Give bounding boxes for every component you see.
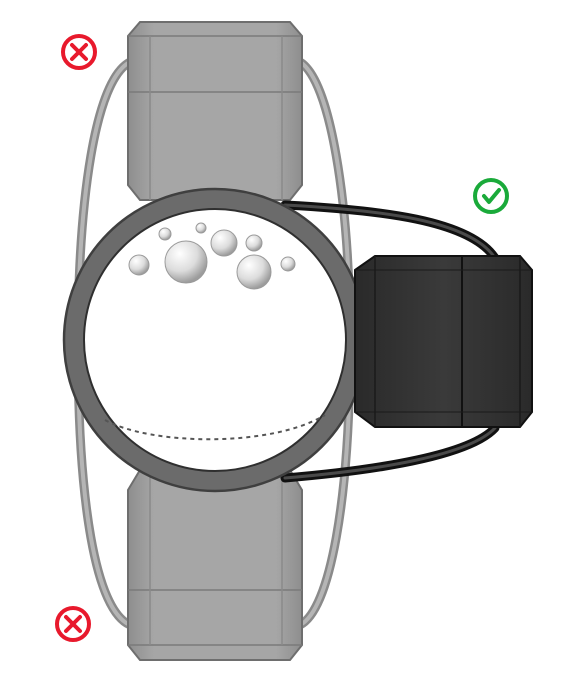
cable-bottom	[280, 423, 500, 483]
bubbles	[128, 222, 296, 290]
check-circle-icon	[473, 178, 509, 214]
device-box	[354, 255, 533, 428]
top-strap	[127, 21, 303, 201]
cable-top	[280, 200, 500, 263]
x-circle-icon	[55, 606, 91, 642]
x-circle-icon	[61, 34, 97, 70]
dashed-fill-line	[104, 414, 326, 441]
bottom-strap	[127, 469, 303, 661]
